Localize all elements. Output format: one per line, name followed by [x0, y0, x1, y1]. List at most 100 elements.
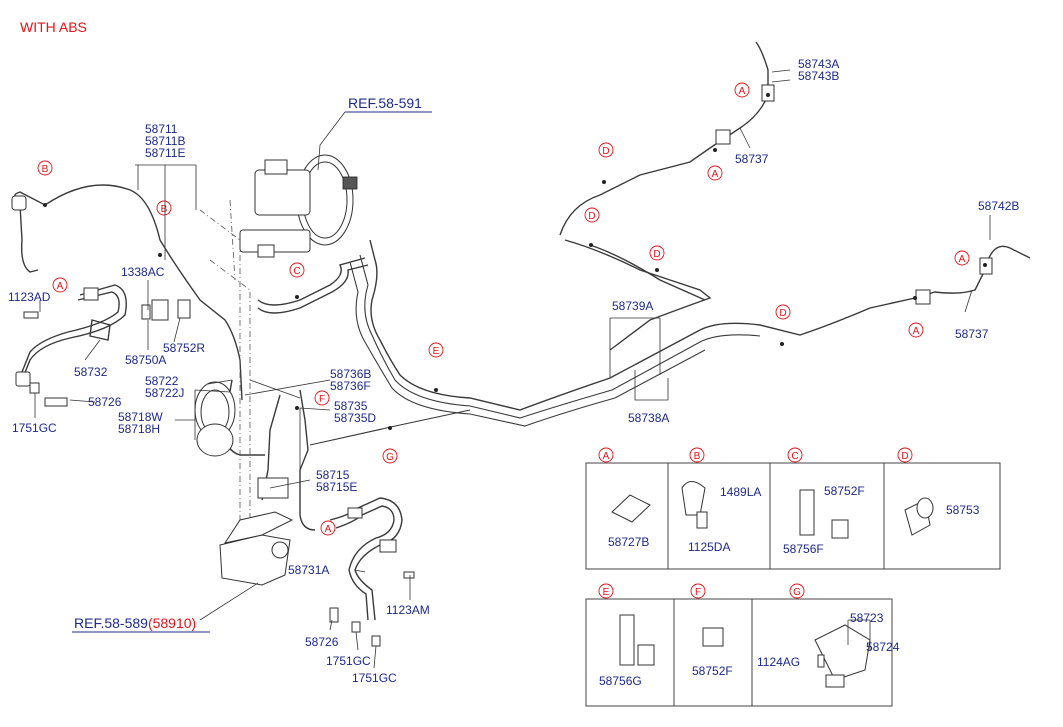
label-1751gc-a: 1751GC	[12, 421, 57, 435]
master-cylinder-booster	[239, 154, 358, 258]
svg-text:F: F	[319, 394, 325, 405]
svg-text:E: E	[603, 587, 610, 598]
svg-text:E: E	[433, 346, 440, 357]
label-58737-b: 58737	[955, 327, 989, 341]
label-58735d: 58735D	[334, 411, 376, 425]
callout-d-2: D	[584, 207, 600, 223]
label-58726-b: 58726	[305, 635, 339, 649]
callout-a-1: A	[52, 277, 68, 293]
svg-text:B: B	[694, 451, 701, 462]
detail-box-a: A 58727B	[598, 447, 651, 549]
label-1751gc-b: 1751GC	[326, 654, 371, 668]
label-58736b: 58736B	[330, 367, 371, 381]
detail-box-row-2: E 58756G F 58752F G 58723 58724 1124AG	[585, 583, 900, 707]
callout-f-1: F	[314, 390, 330, 406]
ref-master-label: REF.58-591	[348, 95, 422, 111]
detail-box-b: B 1489LA 1125DA	[681, 447, 761, 554]
callout-a-5: A	[954, 250, 970, 266]
label-58735: 58735	[334, 399, 368, 413]
svg-text:A: A	[325, 524, 332, 535]
svg-text:G: G	[386, 452, 394, 463]
detail-b-part-1: 1489LA	[720, 485, 761, 499]
label-1338ac: 1338AC	[121, 265, 165, 279]
callout-a-3: A	[734, 82, 750, 98]
svg-text:D: D	[588, 211, 595, 222]
label-58732: 58732	[74, 365, 108, 379]
label-58737-a: 58737	[735, 152, 769, 166]
part-labels: REF.58-591 58711 58711B 58711E 1338AC 11…	[8, 57, 1019, 685]
detail-f-part-1: 58752F	[692, 664, 733, 678]
label-58731a: 58731A	[288, 563, 329, 577]
svg-text:A: A	[57, 281, 64, 292]
detail-g-part-2: 58724	[866, 640, 900, 654]
abs-module	[219, 477, 294, 586]
label-58726-a: 58726	[88, 395, 122, 409]
detail-g-part-3: 1124AG	[757, 655, 800, 669]
detail-box-g: G 58723 58724 1124AG	[757, 583, 900, 688]
detail-c-part-2: 58756F	[783, 542, 824, 556]
callouts: B B A C E F G A D D D D A A A A	[37, 82, 970, 536]
svg-text:A: A	[913, 326, 920, 337]
callout-a-2: A	[320, 520, 336, 536]
label-58742b: 58742B	[978, 199, 1019, 213]
label-58718w: 58718W	[118, 410, 163, 424]
label-58752r: 58752R	[163, 341, 205, 355]
callout-a-4: A	[707, 165, 723, 181]
detail-d-part-1: 58753	[946, 503, 980, 517]
detail-e-part-1: 58756G	[599, 674, 642, 688]
label-58711e: 58711E	[145, 146, 185, 160]
callout-c-1: C	[289, 262, 305, 278]
svg-text:D: D	[602, 146, 609, 157]
detail-box-row-1: A 58727B B 1489LA 1125DA C 58752F 58756F…	[585, 447, 1001, 570]
callout-b-1: B	[37, 160, 53, 176]
detail-box-e: E 58756G	[598, 583, 655, 688]
label-58722j: 58722J	[145, 386, 184, 400]
label-58715: 58715	[316, 468, 350, 482]
label-58715e: 58715E	[316, 480, 357, 494]
label-1751gc-c: 1751GC	[352, 671, 397, 685]
ref-abs-label: REF.58-589(58910)	[74, 615, 196, 631]
label-58722: 58722	[145, 374, 179, 388]
svg-text:D: D	[901, 451, 908, 462]
pipe-coils	[194, 381, 236, 457]
label-leaders	[34, 69, 991, 669]
detail-box-f: F 58752F	[690, 583, 733, 678]
label-58743b: 58743B	[798, 69, 839, 83]
label-58743a: 58743A	[798, 57, 839, 71]
connection-dots	[43, 93, 987, 430]
svg-text:C: C	[791, 451, 798, 462]
callout-a-6: A	[908, 322, 924, 338]
svg-text:G: G	[793, 587, 801, 598]
detail-box-c: C 58752F 58756F	[783, 447, 865, 556]
label-1123ad: 1123AD	[8, 290, 51, 304]
svg-text:A: A	[959, 254, 966, 265]
small-parts	[23, 84, 993, 647]
svg-text:D: D	[779, 308, 786, 319]
svg-text:B: B	[42, 164, 49, 175]
callout-g-1: G	[382, 448, 398, 464]
label-58718h: 58718H	[118, 422, 160, 436]
callout-e-1: E	[428, 342, 444, 358]
reference-leaders	[199, 199, 251, 520]
label-58750a: 58750A	[125, 353, 166, 367]
diagram-title: WITH ABS	[20, 19, 87, 35]
label-58711: 58711	[145, 122, 178, 136]
label-58739a: 58739A	[612, 299, 653, 313]
svg-text:A: A	[712, 169, 719, 180]
svg-text:A: A	[739, 86, 746, 97]
svg-text:C: C	[293, 266, 300, 277]
detail-b-part-2: 1125DA	[688, 540, 730, 554]
detail-a-part-1: 58727B	[608, 535, 649, 549]
svg-text:A: A	[603, 451, 610, 462]
svg-text:B: B	[161, 204, 168, 215]
svg-text:F: F	[695, 587, 701, 598]
label-1123am: 1123AM	[386, 603, 430, 617]
detail-g-part-1: 58723	[850, 611, 884, 625]
label-58738a: 58738A	[628, 411, 669, 425]
callout-d-4: D	[775, 304, 791, 320]
label-58736f: 58736F	[330, 379, 371, 393]
detail-c-part-1: 58752F	[824, 484, 865, 498]
callout-d-3: D	[649, 245, 665, 261]
detail-box-d: D 58753	[897, 447, 980, 536]
